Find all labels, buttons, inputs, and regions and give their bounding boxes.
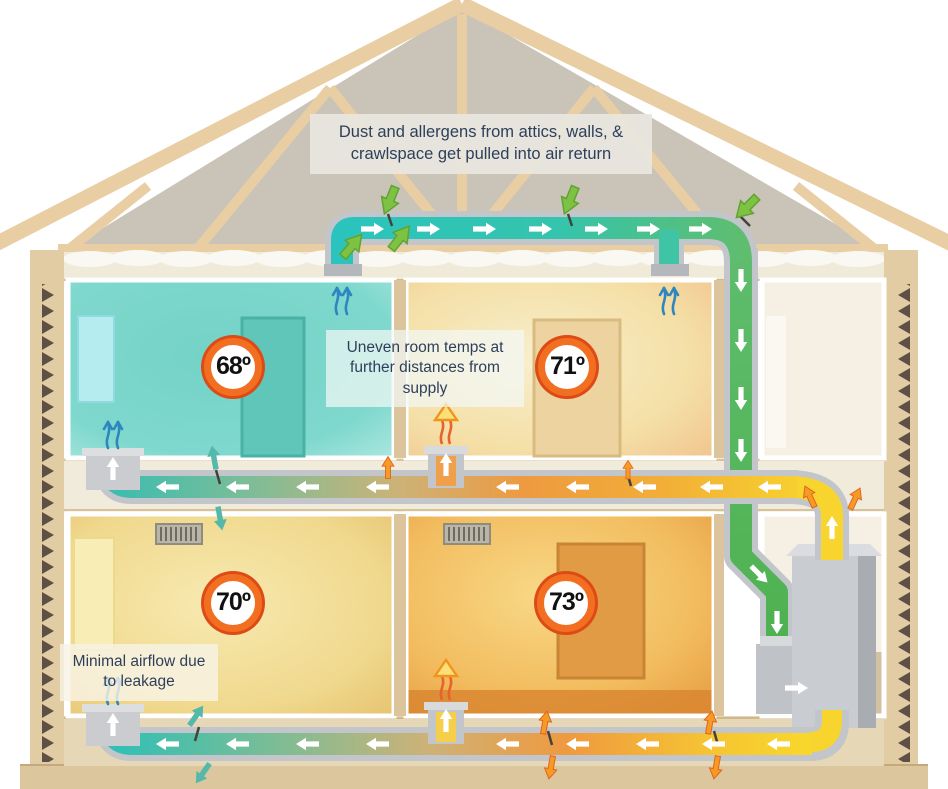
ceiling-vent-grille	[155, 523, 203, 545]
roof-rafter-left	[0, 0, 466, 251]
temp-value: 68º	[216, 351, 251, 380]
callout-uneven-temps: Uneven room temps at further distances f…	[326, 330, 524, 408]
temp-value: 73º	[549, 587, 584, 616]
temp-value: 71º	[550, 351, 585, 380]
temp-badge-upstairs-right: 71º	[538, 338, 596, 396]
temp-badge-downstairs-right: 73º	[537, 574, 595, 632]
ceiling-vent-grille	[443, 523, 491, 545]
return-duct-attic	[324, 211, 758, 276]
roof-rafter-right	[458, 0, 948, 251]
attic-insulation	[63, 250, 885, 267]
temp-value: 70º	[216, 587, 251, 616]
furnace	[756, 544, 882, 728]
foundation	[20, 764, 928, 789]
temp-badge-upstairs-left: 68º	[204, 338, 262, 396]
return-vent	[324, 264, 362, 276]
door	[766, 316, 786, 448]
callout-minimal-airflow: Minimal airflow due to leakage	[60, 644, 218, 701]
temp-badge-downstairs-left: 70º	[204, 574, 262, 632]
window	[77, 315, 115, 403]
wall-shadow-left	[42, 284, 55, 762]
room-attic-side-right	[759, 277, 887, 461]
return-vent	[651, 264, 689, 276]
door	[73, 537, 115, 651]
callout-dust-return: Dust and allergens from attics, walls, &…	[310, 114, 652, 174]
wall-shadow-right	[897, 284, 910, 762]
supply-air-arrow-icons	[432, 401, 460, 701]
